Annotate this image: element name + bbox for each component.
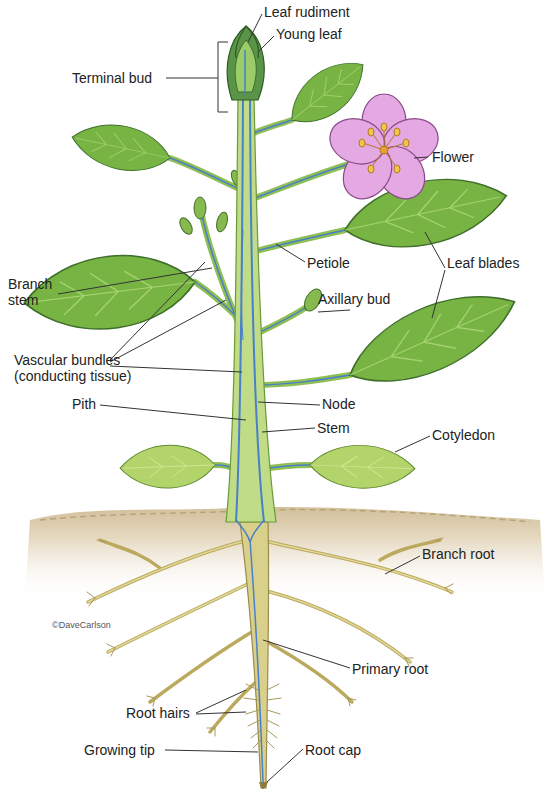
leader-line [263, 640, 350, 668]
anther [368, 165, 374, 173]
bracket [166, 42, 228, 112]
soil [25, 507, 545, 600]
petiole [170, 158, 241, 190]
leader-line [425, 232, 445, 318]
vascular-bundle [236, 520, 264, 542]
vascular-bundle [236, 98, 243, 522]
part-label: Young leaf [276, 26, 342, 42]
vascular-bundle [250, 98, 264, 522]
terminal-bud [227, 26, 264, 100]
leaf-blade [68, 116, 175, 179]
root-hair [244, 684, 281, 748]
stamens [359, 123, 409, 173]
part-label: Axillary bud [318, 291, 390, 307]
part-label: Node [322, 396, 355, 412]
part-label: Branch stem [8, 276, 62, 308]
anther [368, 128, 374, 136]
branch-root [100, 540, 160, 568]
part-label: Leaf rudiment [264, 4, 350, 20]
part-label: Primary root [352, 661, 428, 677]
part-label: Flower [432, 149, 474, 165]
part-label: Root hairs [126, 705, 190, 721]
bud [177, 216, 195, 237]
root-hairs [244, 684, 281, 748]
leader-line [100, 405, 246, 420]
part-label: Vascular bundles (conducting tissue) [14, 352, 146, 384]
leader-line [248, 14, 262, 42]
watermark: ©DaveCarlson [52, 620, 111, 630]
leader-line [258, 402, 320, 405]
leaf-blade [20, 246, 199, 338]
root-hairs-small [87, 538, 453, 736]
vascular-line [249, 120, 292, 135]
leader-line [267, 749, 303, 782]
vascular-line [254, 375, 350, 385]
leader-line [258, 36, 274, 52]
anther [381, 123, 387, 131]
filament [363, 128, 405, 168]
branch-roots [88, 540, 452, 732]
branch-root [88, 540, 248, 602]
soil-surface [40, 510, 530, 522]
part-label: Terminal bud [72, 70, 152, 86]
root-cap [259, 782, 268, 789]
root-vascular [250, 540, 263, 782]
leader-line [165, 750, 258, 752]
leader-line [262, 428, 315, 432]
part-label: Cotyledon [432, 427, 495, 443]
vascular-bundle [241, 230, 243, 340]
petiole [254, 375, 350, 385]
part-label: Root cap [305, 742, 361, 758]
petal [324, 112, 391, 171]
cotyledon [119, 444, 215, 490]
branch-root [150, 630, 255, 702]
bud-stalk [254, 306, 308, 335]
vascular-line [254, 306, 308, 335]
root-highlight [88, 540, 248, 602]
vascular-line [170, 158, 241, 190]
bud [215, 211, 230, 233]
leader-line [196, 690, 246, 714]
anther [394, 165, 400, 173]
part-label: Leaf blades [447, 255, 519, 271]
flower [324, 94, 444, 208]
young-leaf [235, 26, 258, 58]
leader-line [58, 268, 212, 294]
leader-lines [58, 14, 445, 782]
pistil [380, 146, 388, 154]
leader-line [414, 157, 428, 158]
part-label: Pith [72, 396, 96, 412]
root-hair-tufts [87, 538, 453, 736]
part-label: Stem [317, 420, 350, 436]
leader-line [110, 262, 242, 372]
petals [324, 94, 444, 208]
petiole [252, 230, 345, 252]
root-highlight [263, 590, 410, 662]
leader-line [385, 556, 420, 574]
branch-root [264, 640, 352, 702]
branch-root [108, 582, 252, 652]
vascular-line [252, 230, 345, 252]
bud [194, 197, 206, 219]
part-label: Branch root [422, 546, 494, 562]
petiole [249, 120, 292, 135]
primary-root [240, 522, 269, 788]
anther [359, 139, 365, 147]
branch-root-highlight [88, 540, 452, 662]
part-label: Petiole [307, 255, 350, 271]
main-stem [226, 95, 276, 522]
anther [403, 139, 409, 147]
anther [394, 128, 400, 136]
cotyledon [309, 444, 415, 490]
part-label: Growing tip [84, 742, 155, 758]
vascular-bundle [244, 50, 246, 95]
root-highlight [108, 582, 252, 652]
leader-line [395, 436, 430, 452]
leader-line [276, 244, 305, 262]
leader-line [318, 310, 350, 312]
